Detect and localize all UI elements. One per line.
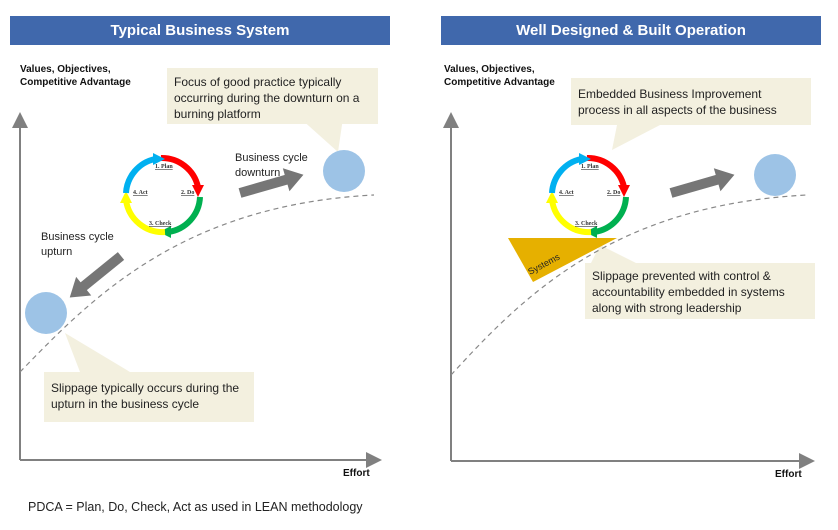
downturn-label: Business cycle downturn: [235, 151, 308, 181]
pdca-act-label: 4. Act: [559, 190, 574, 196]
callout-bottom-pointer: [65, 333, 130, 372]
left-panel-title: Typical Business System: [10, 16, 390, 45]
left-callout-bottom: Slippage typically occurs during the upt…: [44, 372, 254, 422]
callout-bottom-pointer-right: [590, 245, 640, 265]
ball-top: [323, 150, 365, 192]
upturn-label-line1: Business cycle: [41, 231, 114, 243]
right-callout-top: Embedded Business Improvement process in…: [571, 78, 811, 125]
downturn-label-line1: Business cycle: [235, 152, 308, 164]
callout-top-pointer: [300, 118, 343, 152]
right-diagram: Systems 1. Plan 2. Do 3. Check 4. Act: [443, 112, 815, 469]
left-diagram: 1. Plan 2. Do 3. Check 4. Act: [12, 112, 382, 468]
upturn-label-line2: upturn: [41, 246, 73, 258]
left-x-axis-label: Effort: [343, 468, 370, 479]
ball-bottom: [25, 292, 67, 334]
ball-top: [754, 154, 796, 196]
y-axis-label-line1: Values, Objectives,: [20, 64, 111, 75]
pdca-check-label: 3. Check: [149, 221, 172, 227]
pdca-plan-label: 1. Plan: [581, 164, 599, 170]
right-y-axis-label: Values, Objectives, Competitive Advantag…: [444, 63, 555, 89]
right-panel-title: Well Designed & Built Operation: [441, 16, 821, 45]
pdca-do-label: 2. Do: [607, 190, 620, 196]
left-callout-top: Focus of good practice typically occurri…: [167, 68, 378, 124]
pdca-check-label: 3. Check: [575, 221, 598, 227]
y-axis-label-line1: Values, Objectives,: [444, 64, 535, 75]
upturn-label: Business cycle upturn: [41, 230, 114, 260]
left-y-axis-label: Values, Objectives, Competitive Advantag…: [20, 63, 131, 89]
improvement-arrow: [669, 168, 735, 198]
y-axis-label-line2: Competitive Advantage: [444, 77, 555, 88]
downturn-arrow: [238, 168, 304, 198]
pdca-act-label: 4. Act: [133, 190, 148, 196]
performance-curve: [450, 194, 808, 376]
downturn-label-line2: downturn: [235, 167, 281, 179]
performance-curve: [19, 194, 375, 373]
pdca-footnote: PDCA = Plan, Do, Check, Act as used in L…: [28, 500, 363, 514]
callout-top-pointer-right: [612, 125, 660, 150]
right-x-axis-label: Effort: [775, 469, 802, 480]
right-callout-bottom: Slippage prevented with control & accoun…: [585, 263, 815, 319]
upturn-arrow: [69, 252, 125, 298]
y-axis-label-line2: Competitive Advantage: [20, 77, 131, 88]
pdca-cycle: 1. Plan 2. Do 3. Check 4. Act: [546, 153, 630, 238]
pdca-cycle: 1. Plan 2. Do 3. Check 4. Act: [120, 153, 204, 238]
pdca-do-label: 2. Do: [181, 190, 194, 196]
systems-wedge: [508, 238, 617, 282]
pdca-plan-label: 1. Plan: [155, 164, 173, 170]
